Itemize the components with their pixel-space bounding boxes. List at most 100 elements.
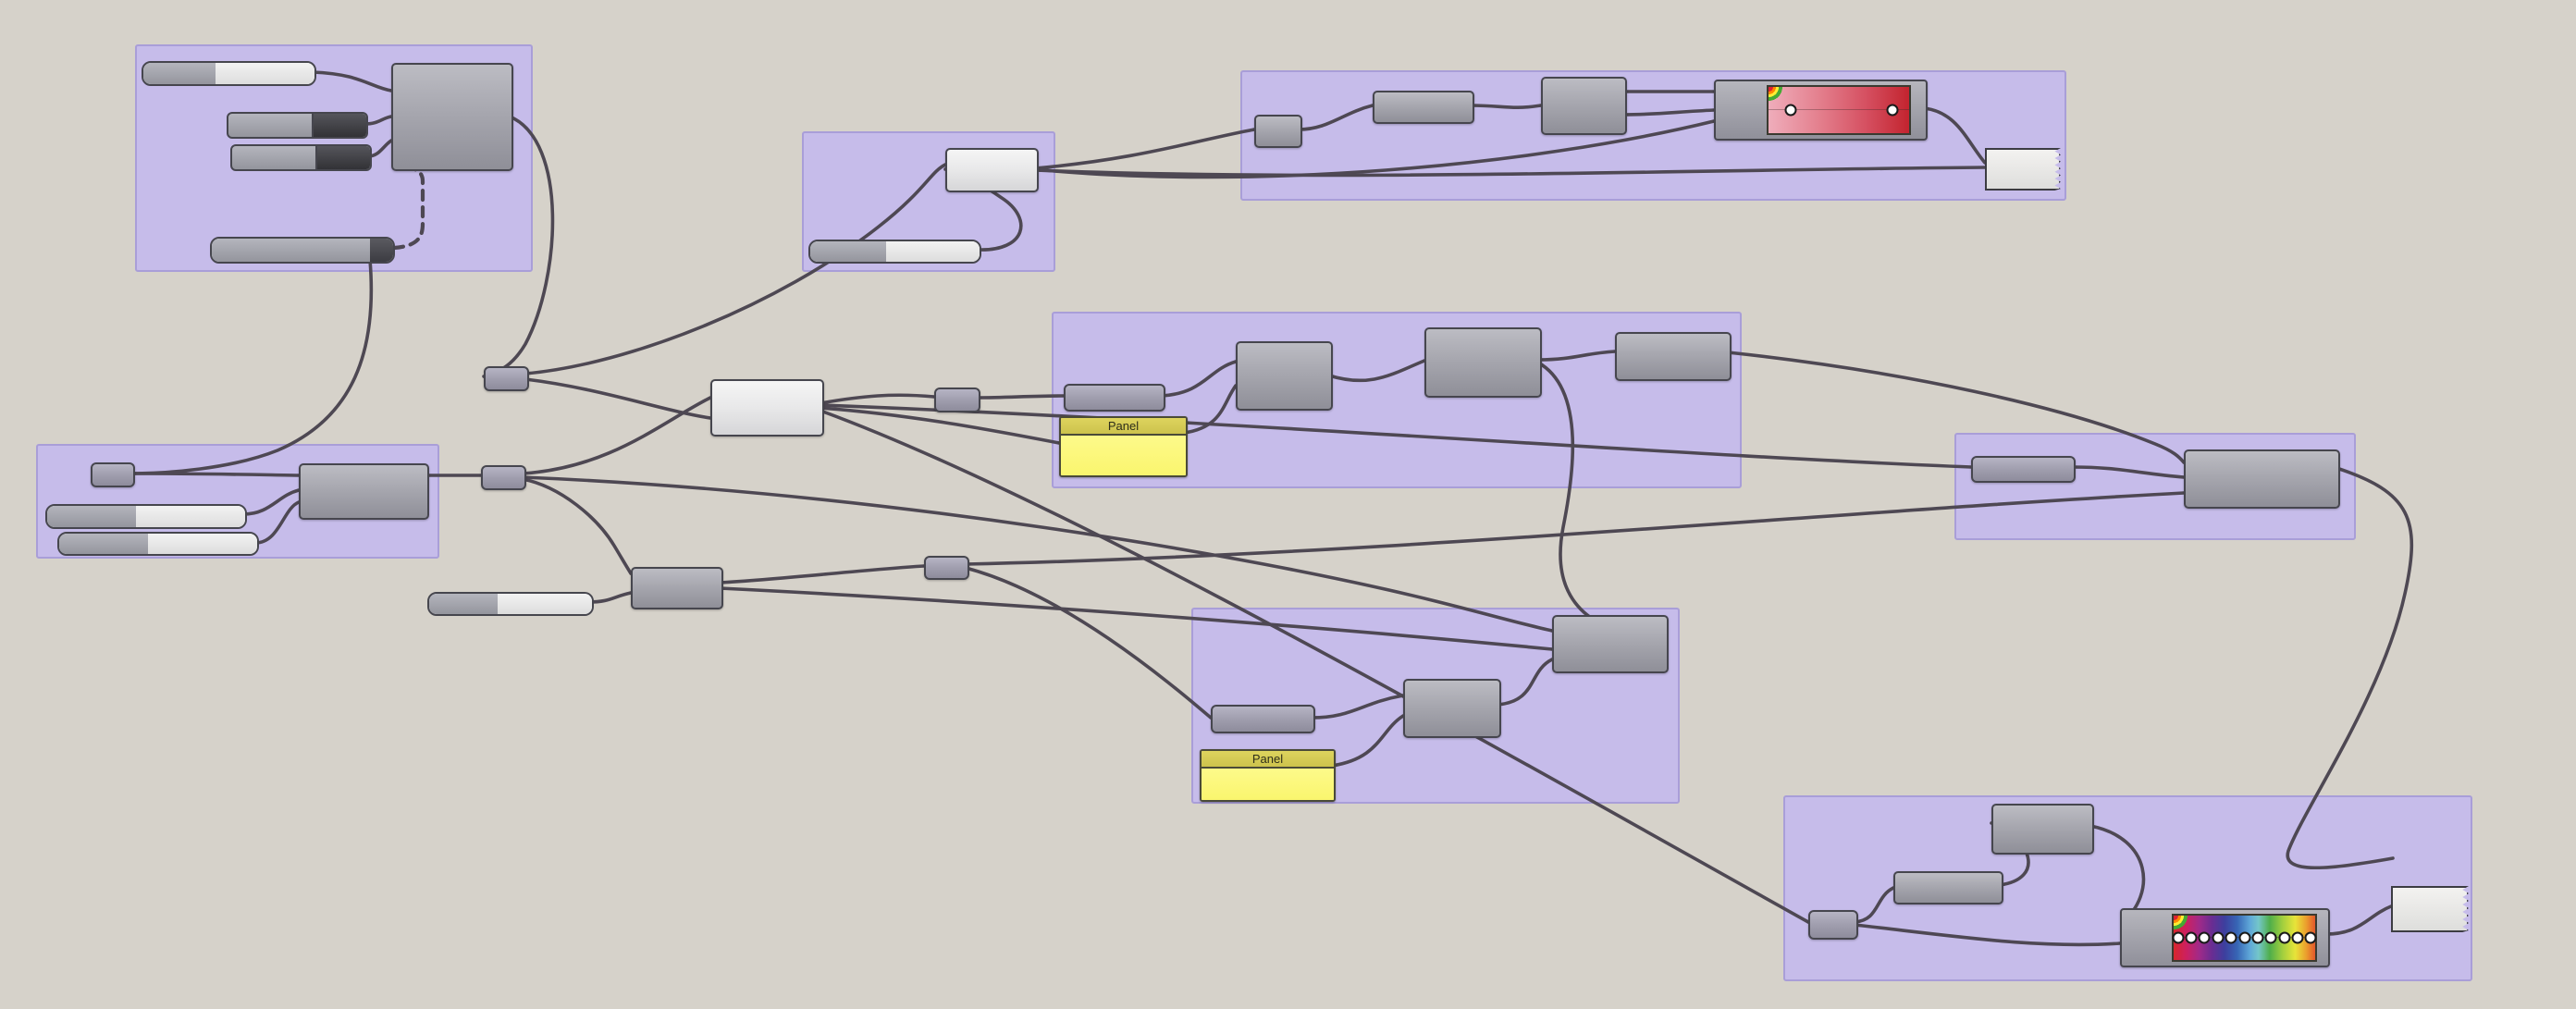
gradient-control-point[interactable] <box>2264 931 2277 944</box>
gradient-control-point[interactable] <box>2225 931 2237 944</box>
wire[interactable] <box>2324 904 2393 936</box>
wire[interactable] <box>241 488 301 516</box>
wire[interactable] <box>521 475 1554 633</box>
wire[interactable] <box>1310 694 1405 720</box>
gradient-control-point[interactable] <box>2278 931 2291 944</box>
number-slider[interactable] <box>142 61 316 86</box>
component-node[interactable] <box>1424 327 1542 398</box>
component-node[interactable] <box>1991 804 2094 855</box>
wire[interactable] <box>819 406 1061 445</box>
wire[interactable] <box>718 586 1554 651</box>
wire[interactable] <box>1033 119 1716 179</box>
wire[interactable] <box>1853 923 2122 947</box>
gradient-control-point[interactable] <box>2185 931 2198 944</box>
component-node[interactable] <box>1236 341 1333 411</box>
gradient-control-point[interactable] <box>1886 104 1899 117</box>
slider-grip[interactable] <box>47 506 137 527</box>
gradient-control-point[interactable] <box>2291 931 2304 944</box>
component-node[interactable] <box>1541 77 1627 135</box>
wire[interactable] <box>1033 166 1987 178</box>
component-node-selected[interactable] <box>710 379 824 437</box>
wire[interactable] <box>819 409 1810 924</box>
component-node[interactable] <box>1615 332 1732 381</box>
wire[interactable] <box>1621 108 1716 117</box>
param-pill[interactable] <box>1971 456 2076 483</box>
data-panel[interactable] <box>1985 148 2061 191</box>
wire[interactable] <box>586 591 633 604</box>
gradient-control-point[interactable] <box>2251 931 2264 944</box>
boolean-toggle[interactable] <box>230 144 372 171</box>
wire[interactable] <box>129 258 374 475</box>
relay-node[interactable] <box>934 388 980 412</box>
text-panel[interactable]: Panel <box>1200 749 1336 802</box>
component-node[interactable] <box>1403 679 1501 738</box>
wire-dashed[interactable] <box>391 165 425 251</box>
slider-grip[interactable] <box>810 241 887 262</box>
component-node[interactable] <box>1373 91 1474 124</box>
wire[interactable] <box>2286 466 2414 870</box>
component-node-selected[interactable] <box>945 148 1039 192</box>
number-slider[interactable] <box>210 237 395 264</box>
rainbow-gradient-area[interactable] <box>2172 914 2317 962</box>
wire[interactable] <box>524 377 712 420</box>
param-pill[interactable] <box>1211 705 1315 733</box>
relay-node[interactable] <box>924 556 969 580</box>
slider-grip[interactable] <box>212 239 370 262</box>
gradient-control-point[interactable] <box>2238 931 2250 944</box>
red-gradient-area[interactable] <box>1767 85 1911 135</box>
slider-grip[interactable] <box>143 63 216 84</box>
wire[interactable] <box>964 566 1213 720</box>
wire[interactable] <box>1853 886 1895 924</box>
wire[interactable] <box>1033 128 1256 170</box>
wire[interactable] <box>718 564 926 584</box>
param-pill[interactable] <box>1893 871 2003 904</box>
wire[interactable] <box>521 477 633 575</box>
wire[interactable] <box>964 491 2186 566</box>
component-node[interactable] <box>631 567 723 609</box>
text-panel[interactable]: Panel <box>1059 416 1188 477</box>
wire[interactable] <box>363 115 393 126</box>
wire[interactable] <box>1536 350 1617 362</box>
slider-grip[interactable] <box>429 594 498 614</box>
wire[interactable] <box>1297 104 1374 131</box>
boolean-toggle[interactable] <box>227 112 368 139</box>
wire[interactable] <box>1469 104 1543 110</box>
toggle-state[interactable] <box>312 114 366 137</box>
wire[interactable] <box>521 396 712 475</box>
wire[interactable] <box>1496 658 1554 707</box>
gradient-control-point[interactable] <box>2172 931 2185 944</box>
wire[interactable] <box>819 393 936 405</box>
component-node[interactable] <box>391 63 513 171</box>
wire[interactable] <box>1182 384 1238 435</box>
gradient-control-point[interactable] <box>2212 931 2225 944</box>
panel-body[interactable] <box>1061 436 1186 475</box>
component-node[interactable] <box>299 463 429 520</box>
number-slider[interactable] <box>57 532 259 556</box>
gradient-control-point[interactable] <box>2198 931 2211 944</box>
wire[interactable] <box>1536 361 1667 640</box>
wire[interactable] <box>1726 351 2186 464</box>
gradient-control-point[interactable] <box>1784 104 1797 117</box>
wire[interactable] <box>1160 360 1238 398</box>
gradient-control-point[interactable] <box>2304 931 2317 944</box>
gradient-component-rainbow[interactable] <box>2120 908 2330 967</box>
component-node[interactable] <box>2184 449 2340 509</box>
param-pill[interactable] <box>1808 910 1858 940</box>
wire[interactable] <box>819 403 1973 469</box>
param-pill[interactable] <box>1254 115 1302 148</box>
wire[interactable] <box>311 70 393 92</box>
relay-node[interactable] <box>481 465 526 490</box>
wire[interactable] <box>1330 714 1405 768</box>
number-slider[interactable] <box>427 592 594 616</box>
data-panel[interactable] <box>2391 886 2469 932</box>
wire[interactable] <box>975 394 1066 400</box>
wire[interactable] <box>129 472 301 477</box>
component-node[interactable] <box>1552 615 1669 673</box>
slider-grip[interactable] <box>59 534 149 554</box>
param-pill[interactable] <box>1064 384 1165 412</box>
wire[interactable] <box>1922 106 1987 165</box>
param-pill[interactable] <box>91 462 135 487</box>
wire[interactable] <box>253 500 301 545</box>
toggle-state[interactable] <box>315 146 370 169</box>
